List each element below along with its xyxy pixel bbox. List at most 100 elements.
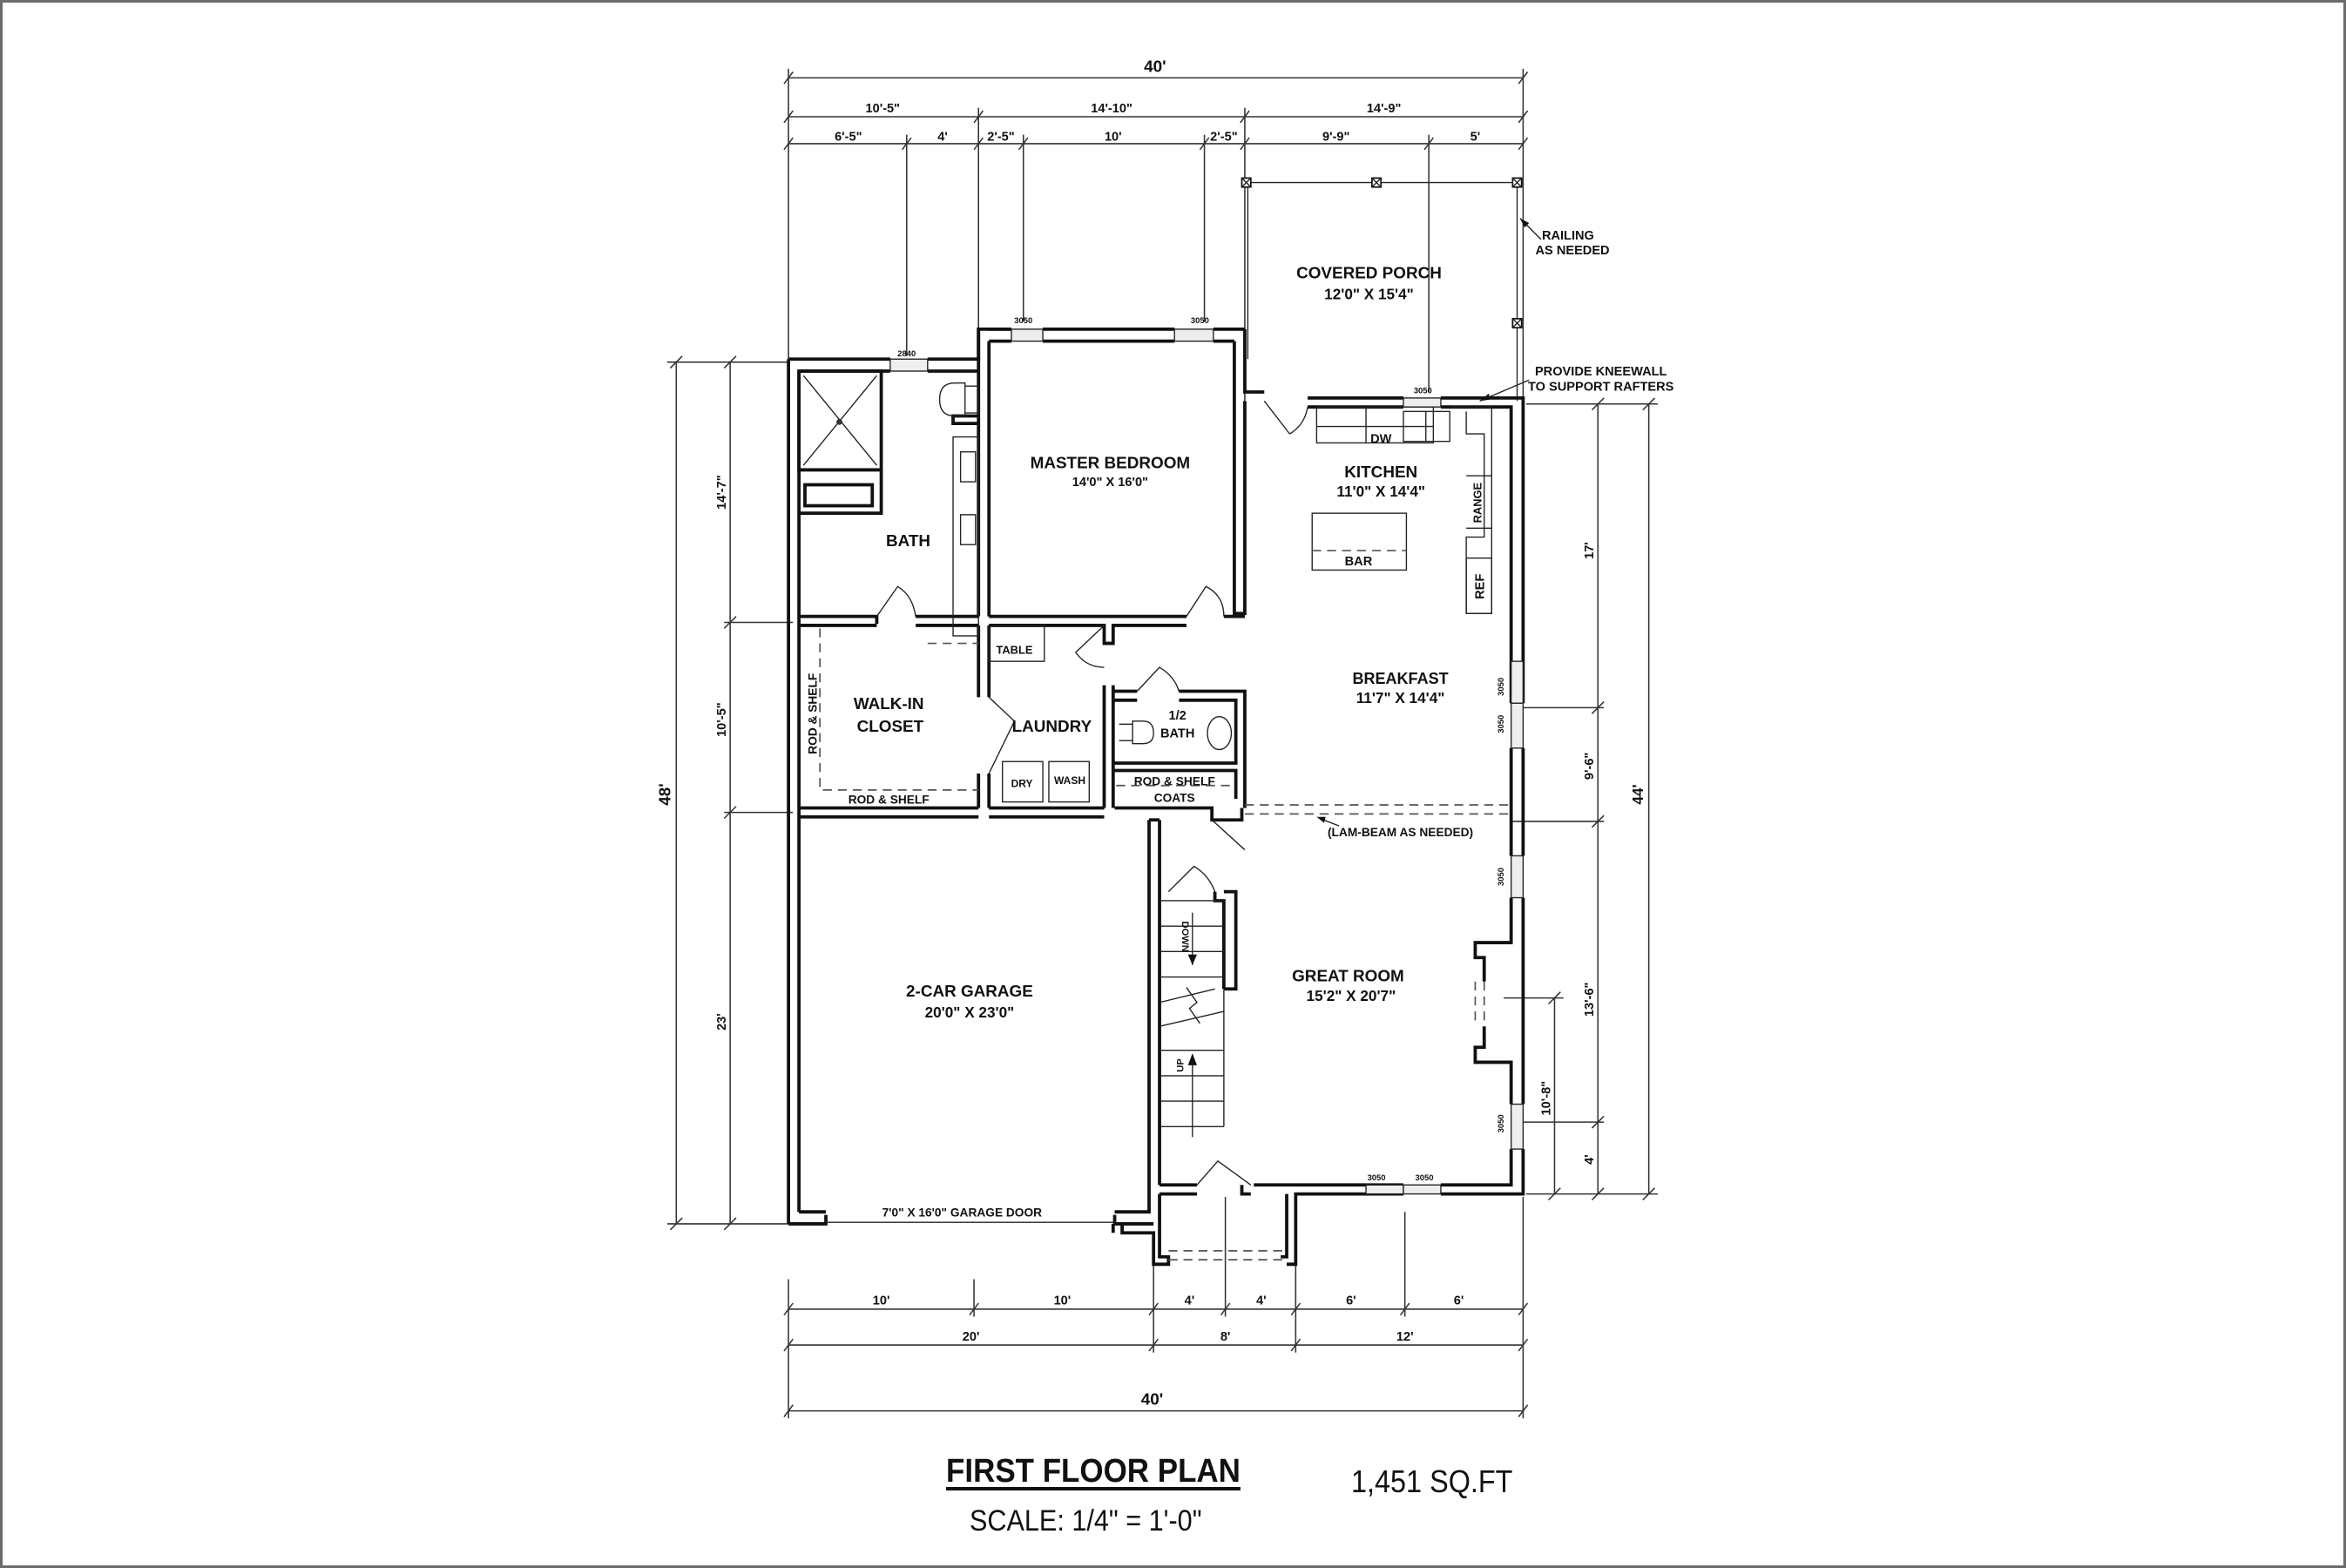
sink-icon [1403, 410, 1450, 443]
covered-porch: COVERED PORCH 12'0" X 15'4" RAILING AS N… [1241, 177, 1674, 402]
kitchen-size: 11'0" X 14'4" [1336, 483, 1425, 500]
window-label: 3050 [1497, 868, 1506, 886]
dim-top-seg: 10'-5" [866, 102, 901, 116]
staircase: DOWN UP [1159, 900, 1225, 1138]
lam-beam-note: (LAM-BEAM AS NEEDED) [1328, 826, 1473, 839]
island-icon [1311, 512, 1408, 571]
room-labels: MASTER BEDROOM 14'0" X 16'0" BATH KITCHE… [854, 455, 1473, 1021]
stair-down-label: DOWN [1180, 922, 1190, 952]
bath-label: BATH [886, 532, 930, 551]
walk-in-closet-label: WALK-IN [854, 695, 924, 713]
bar-label: BAR [1345, 555, 1373, 569]
window-icon [1011, 328, 1044, 342]
door-swing-icon [1263, 400, 1308, 435]
dim-right-seg: 4' [1583, 1154, 1597, 1165]
washer-label: WASH [1054, 774, 1085, 787]
porch-post-icon [1241, 177, 1523, 329]
dim-right-seg: 9'-6" [1583, 753, 1597, 780]
dim-right-overall: 44' [1629, 784, 1646, 804]
table-icon [988, 625, 1045, 662]
fixtures: DW RANGE REF BAR TABLE DRY WASH ROD & SH… [802, 375, 1493, 1219]
window-icon [1365, 1184, 1404, 1195]
garage-size: 20'0" X 23'0" [925, 1004, 1015, 1021]
dim-bottom-mid: 8' [1220, 1330, 1231, 1344]
kneewall-note: TO SUPPORT RAFTERS [1528, 380, 1674, 394]
dim-bottom-seg: 10' [873, 1294, 890, 1308]
dim-left-overall: 48' [656, 783, 674, 805]
dim-right-inner: 10'-8" [1539, 1081, 1553, 1116]
dim-bottom-seg: 4' [1256, 1294, 1267, 1308]
garage-label: 2-CAR GARAGE [906, 983, 1033, 1001]
dim-bottom-mid: 12' [1396, 1330, 1414, 1344]
door-swing-icon [1136, 666, 1180, 692]
window-label: 3050 [1014, 316, 1032, 326]
porch-label: COVERED PORCH [1296, 264, 1442, 282]
railing-note: RAILING [1542, 229, 1594, 243]
dim-bottom-seg: 10' [1054, 1294, 1072, 1308]
washer-icon [1048, 760, 1091, 803]
door-swing-icon [1074, 625, 1105, 668]
dim-top-overall: 40' [1144, 57, 1166, 76]
dim-top-seg: 14'-10" [1091, 102, 1132, 116]
dryer-icon [1002, 760, 1044, 803]
dim-bottom-overall: 40' [1141, 1391, 1163, 1409]
table-label: TABLE [996, 644, 1032, 657]
window-icon [889, 358, 929, 372]
coats-label: COATS [1154, 792, 1195, 805]
refrigerator-icon [1465, 557, 1493, 614]
bottom-dimensions: 10' 10' 4' 4' 6' 6' 20' 8' 12' 40' [783, 1197, 1529, 1419]
walk-in-closet-label: CLOSET [857, 718, 924, 736]
drawing-title: FIRST FLOOR PLAN [946, 1453, 1241, 1490]
dim-top-sub: 5' [1470, 130, 1481, 144]
dim-left-seg: 23' [715, 1013, 729, 1031]
dim-top-seg: 14'-9" [1367, 102, 1402, 116]
dim-top-sub: 6'-5" [835, 130, 862, 144]
dim-top-sub: 2'-5" [1210, 130, 1237, 144]
laundry-label: LAUNDRY [1012, 718, 1092, 736]
half-bath-label: 1/2 [1169, 709, 1187, 723]
dishwasher-label: DW [1370, 432, 1392, 446]
door-swing-icon [876, 585, 916, 618]
arrow-icon [1316, 816, 1326, 823]
dim-bottom-seg: 6' [1346, 1294, 1356, 1308]
window-label: 3050 [1416, 1173, 1434, 1183]
dim-bottom-seg: 4' [1185, 1294, 1195, 1308]
window-label: 2840 [897, 349, 916, 359]
porch-size: 12'0" X 15'4" [1324, 286, 1414, 303]
refrigerator-label: REF [1474, 574, 1488, 599]
dryer-label: DRY [1011, 777, 1033, 789]
garage-door-label: 7'0" X 16'0" GARAGE DOOR [882, 1206, 1043, 1219]
dim-bottom-mid: 20' [963, 1330, 980, 1344]
dim-right-seg: 17' [1583, 542, 1597, 559]
stair-up-label: UP [1176, 1058, 1187, 1072]
windows: 2840 3050 3050 3050 3050 3050 3050 3050 … [889, 316, 1525, 1195]
door-swing-icon [1211, 819, 1246, 851]
drawing-scale: SCALE: 1/4" = 1'-0" [970, 1504, 1202, 1538]
window-label: 3050 [1368, 1173, 1386, 1183]
dim-top-sub: 10' [1105, 130, 1122, 144]
window-icon [1510, 1103, 1525, 1150]
window-label: 3050 [1191, 316, 1209, 326]
arrow-down-icon [1187, 954, 1197, 965]
square-footage: 1,451 SQ.FT [1351, 1463, 1513, 1499]
window-label: 3050 [1497, 715, 1506, 733]
dim-right-seg: 13'-6" [1583, 983, 1597, 1017]
rod-shelf-label: ROD & SHELF [807, 673, 820, 754]
arrow-icon [1519, 218, 1530, 228]
breakfast-size: 11'7" X 14'4" [1356, 689, 1445, 706]
rod-shelf-label: ROD & SHELF [848, 793, 930, 806]
sink-icon [1207, 716, 1233, 751]
breakfast-label: BREAKFAST [1353, 670, 1449, 687]
window-label: 3050 [1497, 1114, 1506, 1132]
window-icon [1510, 660, 1525, 704]
master-bedroom-size: 14'0" X 16'0" [1072, 476, 1148, 490]
toilet-icon [1119, 720, 1154, 745]
master-bedroom-label: MASTER BEDROOM [1031, 455, 1191, 473]
dim-top-sub: 9'-9" [1322, 130, 1349, 144]
range-label: RANGE [1470, 482, 1484, 523]
toilet-icon [938, 382, 979, 417]
kitchen-label: KITCHEN [1344, 463, 1417, 482]
door-swing-icon [1167, 865, 1216, 893]
rod-shelf-label: ROD & SHELF [1134, 775, 1215, 788]
